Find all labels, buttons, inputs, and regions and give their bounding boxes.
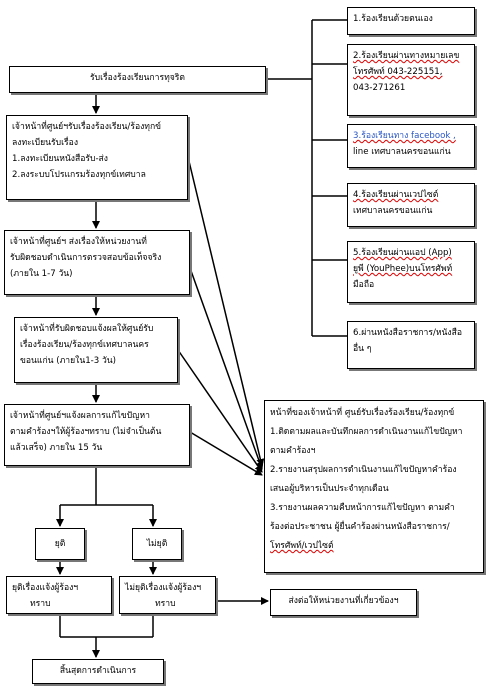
end-notify-text-1: ยุติเรื่องแจ้งผู้ร้องฯ bbox=[12, 583, 79, 593]
step-forward-text-1: เจ้าหน้าที่ศูนย์ฯ ส่งเรื่องให้หน่วยงานที… bbox=[10, 237, 147, 247]
channel-website-text-1: 4.ร้องเรียนผ่านเวปไซต์ bbox=[353, 190, 439, 200]
duties-text-2: ตามคำร้องฯ bbox=[270, 446, 316, 456]
staff-duties-box: หน้าที่ของเจ้าหน้าที่ ศูนย์รับเรื่องร้อง… bbox=[264, 400, 484, 573]
channel-facebook-line: 3.ร้องเรียนทาง facebook , line เทศบาลนคร… bbox=[347, 124, 475, 168]
channel-official-letter: 6.ผ่านหนังสือราชการ/หนังสือ อื่น ๆ bbox=[347, 321, 475, 369]
duties-text-7: โทรศัพท์/เวปไซต์ bbox=[270, 541, 334, 551]
channel-phone-text-2: โทรศัพท์ 043-225151, bbox=[353, 67, 443, 77]
duties-text-6: ร้องต่อประชาชน ผู้ยื่นคำร้องผ่านหนังสือร… bbox=[270, 522, 450, 532]
channel-app-text-1: 5.ร้องเรียนผ่านแอป (App) bbox=[353, 248, 452, 258]
channel-app-text-2: ยูพี (YouPhee)บนโทรศัพท์ bbox=[353, 264, 453, 274]
receive-complaint-text: รับเรื่องร้องเรียนการทุจริต bbox=[90, 73, 185, 83]
not-end-notify-text-1: ไม่ยุติเรื่องแจ้งผู้ร้องฯ bbox=[125, 583, 202, 593]
step-forward-to-unit: เจ้าหน้าที่ศูนย์ฯ ส่งเรื่องให้หน่วยงานที… bbox=[4, 230, 190, 295]
step-forward-text-3: (ภายใน 1-7 วัน) bbox=[10, 269, 73, 279]
step-notify-text-3: แล้วเสร็จ) ภายใน 15 วัน bbox=[10, 443, 103, 453]
channel-letter-text-1: 6.ผ่านหนังสือราชการ/หนังสือ bbox=[353, 328, 463, 338]
duties-text-3: 2.รายงานสรุปผลการดำเนินงานแก้ไขปัญหาคำร้… bbox=[270, 465, 457, 475]
duties-text-4: เสนอผู้บริหารเป็นประจำทุกเดือน bbox=[270, 484, 389, 494]
channel-app: 5.ร้องเรียนผ่านแอป (App) ยูพี (YouPhee)บ… bbox=[347, 241, 475, 303]
end-notify-box: ยุติเรื่องแจ้งผู้ร้องฯ ทราบ bbox=[6, 576, 112, 614]
finish-box: สิ้นสุดการดำเนินการ bbox=[32, 659, 164, 684]
finish-text: สิ้นสุดการดำเนินการ bbox=[59, 666, 137, 676]
step-unit-report: เจ้าหน้าที่รับผิดชอบแจ้งผลให้ศูนย์รับ เร… bbox=[14, 317, 178, 383]
channel-letter-text-2: อื่น ๆ bbox=[353, 344, 372, 354]
step-register-text-3: 1.ลงทะเบียนหนังสือรับ-ส่ง bbox=[12, 154, 108, 164]
end-notify-text-2: ทราบ bbox=[30, 599, 51, 609]
duties-title: หน้าที่ของเจ้าหน้าที่ ศูนย์รับเรื่องร้อง… bbox=[270, 408, 455, 418]
channel-in-person-text: 1.ร้องเรียนด้วยตนเอง bbox=[353, 14, 433, 24]
step-forward-text-2: รับผิดชอบดำเนินการตรวจสอบข้อเท็จจริง bbox=[10, 253, 162, 263]
channel-phone-text-1: 2.ร้องเรียนผ่านทางหมายเลข bbox=[353, 51, 460, 61]
step-notify-text-1: เจ้าหน้าที่ศูนย์ฯแจ้งผลการแก้ไขปัญหา bbox=[10, 411, 150, 421]
channel-facebook-text-1: 3.ร้องเรียนทาง facebook , bbox=[353, 131, 456, 141]
step-unit-report-text-1: เจ้าหน้าที่รับผิดชอบแจ้งผลให้ศูนย์รับ bbox=[20, 324, 154, 334]
not-end-notify-box: ไม่ยุติเรื่องแจ้งผู้ร้องฯ ทราบ bbox=[119, 576, 216, 614]
forward-to-agency-text: ส่งต่อให้หน่วยงานที่เกี่ยวข้องฯ bbox=[288, 596, 399, 606]
step-unit-report-text-3: ขอนแก่น (ภายใน1-3 วัน) bbox=[20, 356, 117, 366]
forward-to-agency-box: ส่งต่อให้หน่วยงานที่เกี่ยวข้องฯ bbox=[270, 589, 417, 616]
not-end-notify-text-2: ทราบ bbox=[155, 599, 176, 609]
channel-in-person: 1.ร้องเรียนด้วยตนเอง bbox=[347, 7, 475, 35]
receive-complaint-box: รับเรื่องร้องเรียนการทุจริต bbox=[9, 66, 266, 93]
step-notify-complainant: เจ้าหน้าที่ศูนย์ฯแจ้งผลการแก้ไขปัญหา ตาม… bbox=[4, 404, 190, 466]
branch-end: ยุติ bbox=[35, 528, 85, 560]
channel-phone-text-3: 043-271261 bbox=[353, 83, 406, 93]
step-unit-report-text-2: เรื่องร้องเรียน/ร้องทุกข์เทศบาลนคร bbox=[20, 340, 149, 350]
duties-text-1: 1.ติดตามผลและบันทึกผลการดำเนินงานแก้ไขปั… bbox=[270, 427, 463, 437]
step-register-text-1: เจ้าหน้าที่ศูนย์ฯรับเรื่องร้องเรียน/ร้อง… bbox=[12, 122, 162, 132]
branch-not-end: ไม่ยุติ bbox=[132, 528, 182, 560]
channel-app-text-3: มือถือ bbox=[353, 280, 375, 290]
duties-text-5: 3.รายงานผลความคืบหน้าการแก้ไขปัญหา ตามคำ bbox=[270, 503, 455, 513]
step-register-text-4: 2.ลงระบบโปรแกรมร้องทุกข์เทศบาล bbox=[12, 170, 146, 180]
channel-facebook-text-2: line เทศบาลนครขอนแก่น bbox=[353, 147, 451, 157]
step-register: เจ้าหน้าที่ศูนย์ฯรับเรื่องร้องเรียน/ร้อง… bbox=[6, 115, 188, 200]
channel-website: 4.ร้องเรียนผ่านเวปไซต์ เทศบาลนครขอนแก่น bbox=[347, 183, 475, 227]
step-notify-text-2: ตามคำร้องฯให้ผู้ร้องฯทราบ (ไม่จำเป็นต้น bbox=[10, 427, 162, 437]
branch-end-text: ยุติ bbox=[54, 539, 66, 549]
branch-not-end-text: ไม่ยุติ bbox=[146, 539, 168, 549]
channel-website-text-2: เทศบาลนครขอนแก่น bbox=[353, 206, 433, 216]
step-register-text-2: ลงทะเบียนรับเรื่อง bbox=[12, 138, 79, 148]
channel-phone: 2.ร้องเรียนผ่านทางหมายเลข โทรศัพท์ 043-2… bbox=[347, 44, 475, 116]
